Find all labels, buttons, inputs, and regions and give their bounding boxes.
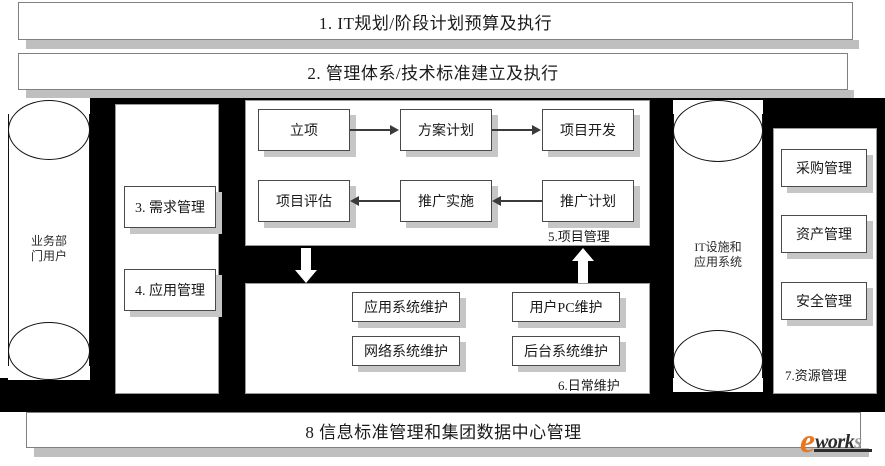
process-rollout-implementation[interactable]: 推广实施: [400, 180, 492, 222]
arrow-2-3-line: [492, 129, 534, 131]
banner-8-shadow: [34, 448, 869, 457]
res-security-label: 安全管理: [796, 295, 852, 310]
watermark-eworks: eworks: [800, 423, 872, 460]
arrow-2-3-head: [532, 125, 541, 135]
item-asset-management[interactable]: 资产管理: [781, 215, 867, 253]
watermark-underline: [814, 449, 872, 452]
block-arrow-down-icon: [295, 248, 317, 283]
label-line-1: IT设施和: [694, 240, 742, 254]
process-project-evaluation[interactable]: 项目评估: [258, 180, 350, 222]
item-application-system-maintenance[interactable]: 应用系统维护: [352, 292, 460, 322]
item-3-label: 3. 需求管理: [135, 201, 205, 216]
caption-project-management: 5.项目管理: [548, 229, 610, 244]
label-line-1: 业务部: [30, 234, 67, 248]
backdrop-black-lower: [0, 396, 885, 412]
process-solution-plan[interactable]: 方案计划: [400, 109, 492, 151]
maint-net-label: 网络系统维护: [364, 345, 448, 360]
process-project-initiation[interactable]: 立项: [258, 109, 350, 151]
cylinder-top-cap: [8, 100, 90, 160]
item-application-management[interactable]: 4. 应用管理: [124, 269, 216, 311]
watermark-s-glyph: s: [854, 431, 863, 453]
proj-5-label: 推广实施: [418, 195, 474, 210]
banner-1-shadow: [26, 40, 859, 49]
banner-2-shadow: [26, 90, 854, 98]
item-4-label: 4. 应用管理: [135, 284, 205, 299]
banner-information-standard[interactable]: 8 信息标准管理和集团数据中心管理: [26, 412, 861, 448]
banner-8-label: 8 信息标准管理和集团数据中心管理: [305, 422, 582, 442]
proj-1-label: 立项: [290, 124, 318, 139]
block-arrow-up-shaft: [578, 260, 588, 283]
proj-3-label: 项目开发: [560, 124, 616, 139]
actor-business-users-label: 业务部 门用户: [8, 234, 90, 264]
proj-6-label: 项目评估: [276, 195, 332, 210]
process-rollout-plan[interactable]: 推广计划: [542, 180, 634, 222]
watermark-work-text: work: [815, 431, 855, 453]
label-line-2: 门用户: [30, 249, 67, 263]
actor-it-systems[interactable]: IT设施和 应用系统: [673, 100, 763, 392]
item-security-management[interactable]: 安全管理: [781, 282, 867, 320]
maint-backend-label: 后台系统维护: [524, 345, 608, 360]
caption-resource-management: 7.资源管理: [785, 368, 847, 383]
block-arrow-up-head: [572, 248, 594, 261]
item-backend-system-maintenance[interactable]: 后台系统维护: [512, 336, 620, 366]
item-user-pc-maintenance[interactable]: 用户PC维护: [512, 292, 620, 322]
banner-it-planning[interactable]: 1. IT规划/阶段计划预算及执行: [18, 2, 853, 40]
item-network-system-maintenance[interactable]: 网络系统维护: [352, 336, 460, 366]
label-line-2: 应用系统: [693, 255, 742, 269]
maint-app-label: 应用系统维护: [364, 301, 448, 316]
arrow-4-5-head: [492, 196, 501, 206]
block-arrow-up-icon: [572, 248, 594, 283]
banner-1-label: 1. IT规划/阶段计划预算及执行: [318, 13, 553, 33]
item-demand-management[interactable]: 3. 需求管理: [124, 186, 216, 228]
backdrop-black-left-edge: [0, 378, 90, 412]
cylinder-bottom-cap: [8, 322, 90, 380]
arrow-1-2-line: [350, 129, 392, 131]
block-arrow-down-shaft: [301, 248, 311, 271]
cylinder-bottom-cap: [673, 330, 763, 392]
res-purchase-label: 采购管理: [796, 162, 852, 177]
arrow-5-6-line: [359, 200, 401, 202]
arrow-4-5-line: [501, 200, 543, 202]
res-asset-label: 资产管理: [796, 228, 852, 243]
proj-2-label: 方案计划: [418, 124, 474, 139]
maint-pc-label: 用户PC维护: [529, 301, 603, 316]
arrow-5-6-head: [350, 196, 359, 206]
process-project-development[interactable]: 项目开发: [542, 109, 634, 151]
block-arrow-down-head: [295, 270, 317, 283]
item-purchase-management[interactable]: 采购管理: [781, 149, 867, 187]
proj-4-label: 推广计划: [560, 195, 616, 210]
banner-2-label: 2. 管理体系/技术标准建立及执行: [307, 64, 559, 83]
column-demand-application: [115, 104, 219, 394]
caption-daily-maintenance: 6.日常维护: [558, 378, 620, 393]
actor-business-users[interactable]: 业务部 门用户: [8, 100, 90, 380]
actor-it-systems-label: IT设施和 应用系统: [673, 240, 763, 270]
watermark-e-glyph: e: [800, 423, 816, 460]
banner-management-system[interactable]: 2. 管理体系/技术标准建立及执行: [18, 53, 848, 90]
cylinder-top-cap: [673, 100, 763, 162]
arrow-1-2-head: [390, 125, 399, 135]
